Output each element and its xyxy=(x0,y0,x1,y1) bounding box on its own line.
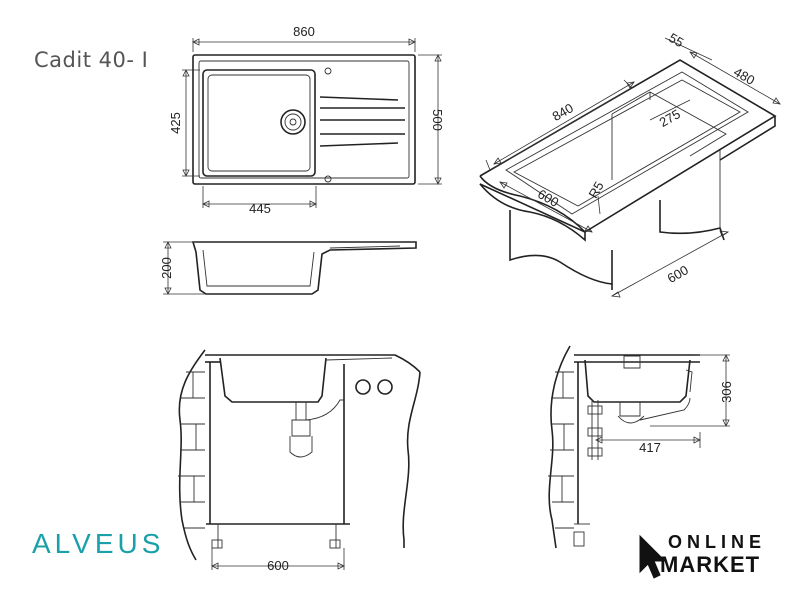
store-logo-line2: MARKET xyxy=(660,552,761,577)
cursor-icon xyxy=(639,534,667,579)
dim-side-offset: 417 xyxy=(639,440,661,455)
dim-iso-length: 840 xyxy=(550,100,576,124)
iso-view: 840 55 480 275 R5 600 600 xyxy=(479,30,781,298)
product-title: Cadit 40- I xyxy=(34,48,149,72)
top-view: 860 425 500 445 xyxy=(168,24,445,216)
dim-top-height-left: 425 xyxy=(168,112,183,134)
dim-top-height-right: 500 xyxy=(430,109,445,131)
dim-bowl-depth: 200 xyxy=(159,257,174,279)
dim-front-cabinet: 600 xyxy=(267,558,289,573)
brand-logo: ALVEUS xyxy=(32,528,165,559)
dim-iso-bowl-offset: 275 xyxy=(657,106,683,130)
dim-iso-radius: R5 xyxy=(585,179,606,201)
dim-iso-front: 600 xyxy=(535,186,561,210)
dim-iso-cabinet: 600 xyxy=(665,262,691,286)
dim-bowl-width: 445 xyxy=(249,201,271,216)
section-view: 200 xyxy=(159,241,417,295)
drain-icon xyxy=(280,109,306,135)
dim-iso-side: 55 xyxy=(666,30,686,50)
dim-top-width: 860 xyxy=(293,24,315,39)
store-logo-line1: ONLINE xyxy=(668,532,767,552)
dim-iso-depth: 480 xyxy=(731,64,757,88)
dim-side-height: 306 xyxy=(719,381,734,403)
front-installation-view: 600 xyxy=(178,349,421,573)
side-installation-view: 306 417 xyxy=(548,345,734,549)
